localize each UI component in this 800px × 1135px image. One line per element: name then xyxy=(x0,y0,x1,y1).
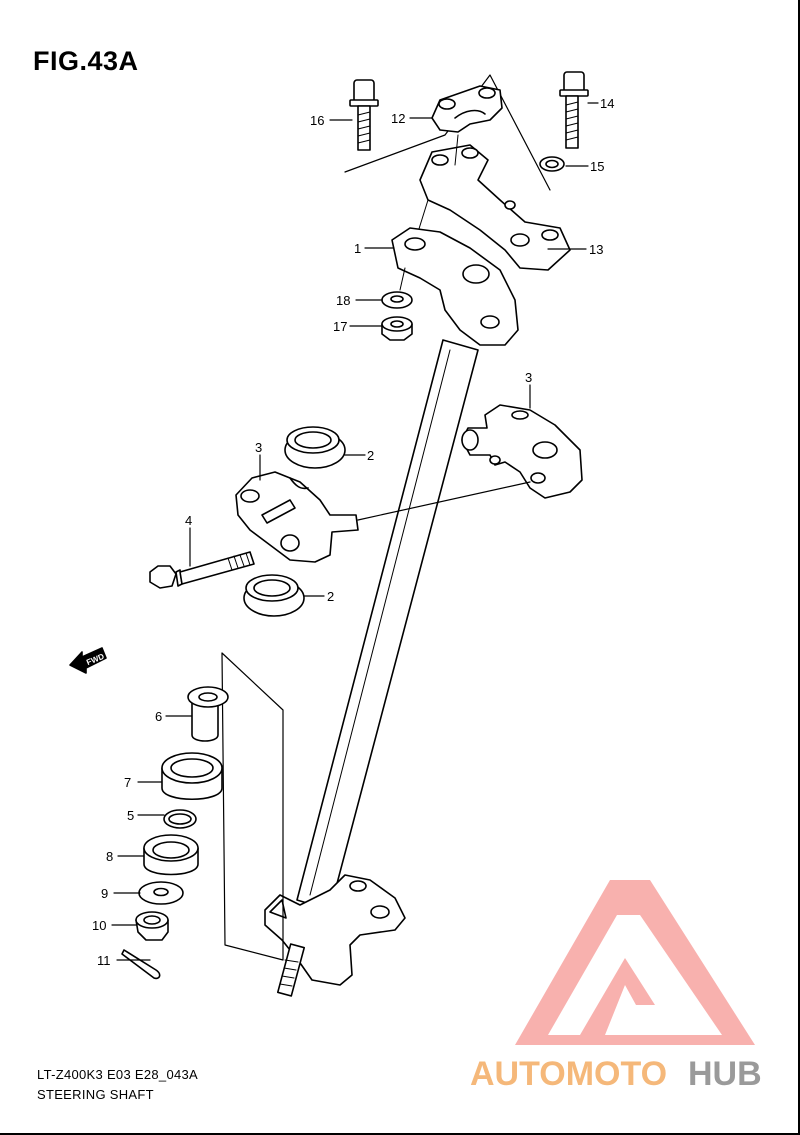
cotter-pin-11 xyxy=(121,949,161,980)
shaft-holder-3-right xyxy=(461,404,583,499)
washer-9 xyxy=(138,881,184,905)
bolt-4 xyxy=(149,551,255,589)
nut-17 xyxy=(381,316,413,341)
callout-8: 8 xyxy=(106,849,113,864)
callout-2-lower: 2 xyxy=(327,589,334,604)
callout-13: 13 xyxy=(589,242,603,257)
callout-4: 4 xyxy=(185,513,192,528)
callout-2-upper: 2 xyxy=(367,448,374,463)
fwd-arrow-icon: FWD xyxy=(69,647,107,674)
steering-shaft-bracket-1 xyxy=(391,227,519,346)
watermark-logo: AUTOMOTO HUB xyxy=(470,880,762,1093)
bushing-6 xyxy=(187,686,229,742)
callout-18: 18 xyxy=(336,293,350,308)
callout-9: 9 xyxy=(101,886,108,901)
handlebar-holder-upper-12 xyxy=(431,85,503,133)
callout-17: 17 xyxy=(333,319,347,334)
callout-15: 15 xyxy=(590,159,604,174)
washer-5 xyxy=(163,809,197,829)
callout-16: 16 xyxy=(310,113,324,128)
bearing-8 xyxy=(143,834,199,876)
callout-3-right: 3 xyxy=(525,370,532,385)
bolt-16 xyxy=(349,79,379,151)
figure-name: STEERING SHAFT xyxy=(37,1087,154,1102)
figure-code: LT-Z400K3 E03 E28_043A xyxy=(37,1067,199,1082)
callout-1: 1 xyxy=(354,241,361,256)
washer-18 xyxy=(381,291,413,309)
watermark-text-hub: HUB xyxy=(688,1055,762,1093)
nut-10 xyxy=(135,911,169,941)
lock-washer-15 xyxy=(539,156,565,172)
callout-7: 7 xyxy=(124,775,131,790)
steering-shaft xyxy=(264,339,479,997)
bolt-14 xyxy=(559,71,589,149)
lower-bearing-outline xyxy=(221,652,284,961)
oil-seal-2-upper xyxy=(284,426,346,469)
callout-14: 14 xyxy=(600,96,614,111)
shaft-holder-3-left xyxy=(235,471,359,563)
handlebar-holder-lower xyxy=(419,144,571,271)
callout-3-left: 3 xyxy=(255,440,262,455)
callout-12: 12 xyxy=(391,111,405,126)
callout-6: 6 xyxy=(155,709,162,724)
callout-11: 11 xyxy=(97,953,111,968)
bearing-7 xyxy=(161,752,223,801)
oil-seal-2-lower xyxy=(243,574,305,617)
callout-5: 5 xyxy=(127,808,134,823)
callout-10: 10 xyxy=(92,918,106,933)
figure-title: FIG.43A xyxy=(33,46,139,76)
leader-lines xyxy=(111,102,599,961)
watermark-text-automoto: AUTOMOTO xyxy=(470,1055,667,1093)
